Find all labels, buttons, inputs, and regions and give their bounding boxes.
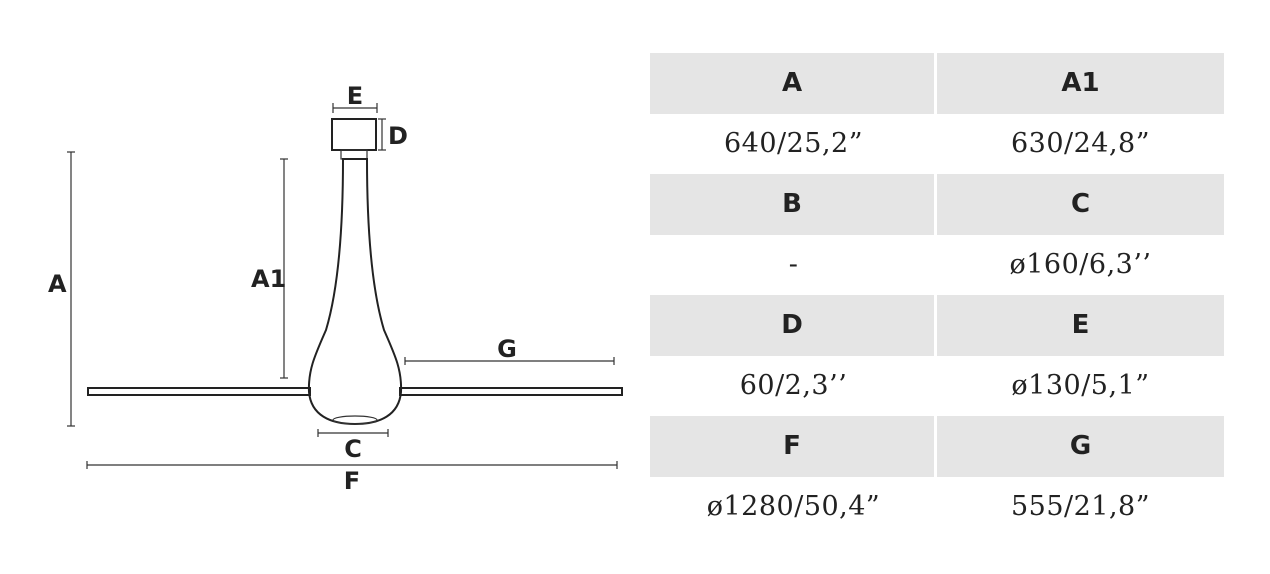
fan-blade-left <box>87 387 311 396</box>
dimension-d: D <box>378 118 408 151</box>
dimension-value-cell: 640/25,2” <box>650 113 937 174</box>
dimension-e: E <box>332 82 378 113</box>
dimension-value-cell: 630/24,8” <box>937 113 1224 174</box>
dimension-letter-cell: D <box>650 295 937 356</box>
label-c: C <box>344 435 362 463</box>
dimension-a: A <box>48 151 75 427</box>
label-a1: A1 <box>251 265 286 293</box>
dimension-letter-cell: C <box>937 174 1224 235</box>
label-d: D <box>388 122 408 150</box>
label-a: A <box>48 270 67 298</box>
dimension-f: F <box>86 461 618 495</box>
dimension-c: C <box>317 429 389 463</box>
dimension-g: G <box>404 335 615 365</box>
dimension-value-cell: 555/21,8” <box>937 476 1224 537</box>
dimension-letter-cell: F <box>650 416 937 477</box>
table-value-row: 640/25,2”630/24,8” <box>650 113 1224 174</box>
dimension-letter-cell: G <box>937 416 1224 477</box>
dimension-value-cell: ø130/5,1” <box>937 355 1224 416</box>
dimension-value-cell: 60/2,3’’ <box>650 355 937 416</box>
canopy-shape <box>331 118 377 151</box>
dimension-value-cell: ø1280/50,4” <box>650 476 937 537</box>
fan-body-shape <box>307 158 403 426</box>
dimension-value-cell: - <box>650 234 937 295</box>
dimension-letter-cell: B <box>650 174 937 235</box>
label-e: E <box>347 82 363 110</box>
dimension-value-cell: ø160/6,3’’ <box>937 234 1224 295</box>
table-value-row: -ø160/6,3’’ <box>650 234 1224 295</box>
label-f: F <box>344 467 360 495</box>
label-g: G <box>497 335 517 363</box>
table-value-row: ø1280/50,4”555/21,8” <box>650 476 1224 537</box>
dimension-letter-cell: E <box>937 295 1224 356</box>
dimension-a1: A1 <box>251 158 288 379</box>
fan-dimension-drawing: E D A A1 G C <box>48 82 623 495</box>
fan-light-cap <box>332 415 378 425</box>
fan-blade-right <box>399 387 623 396</box>
dimension-letter-cell: A1 <box>937 53 1224 114</box>
dimension-letter-cell: A <box>650 53 937 114</box>
canopy-neck <box>340 149 368 160</box>
table-value-row: 60/2,3’’ø130/5,1” <box>650 355 1224 416</box>
